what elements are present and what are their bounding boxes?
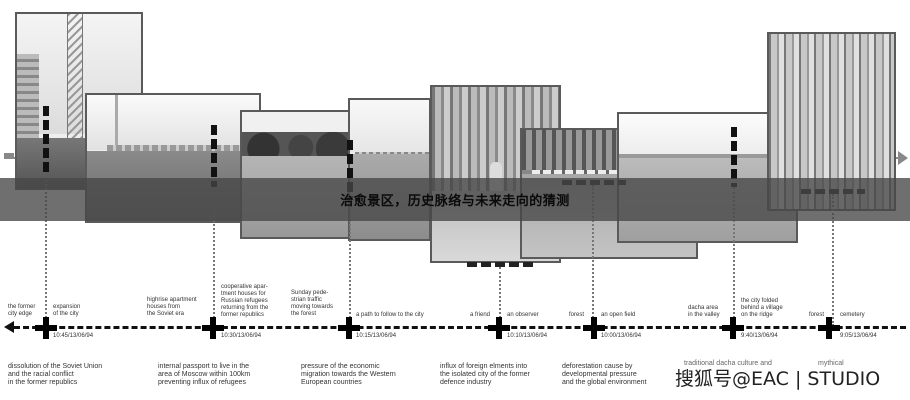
connector-1 — [45, 180, 47, 326]
stop-5-time: 10:00/13/06/94 — [601, 333, 642, 339]
stop-2-time: 10:30/13/06/94 — [221, 333, 262, 339]
timeline-arrow-icon — [4, 321, 14, 333]
stop-4-time: 10:10/13/06/94 — [507, 333, 548, 339]
marker-3 — [347, 140, 353, 200]
stop-3-right-label: a path to follow to the city — [356, 312, 424, 318]
title-overlay-band: 治愈景区，历史脉络与未来走向的猜测 — [0, 178, 910, 221]
marker-6 — [731, 127, 737, 187]
timeline-cross-icon-2 — [202, 317, 224, 339]
stop-1-time: 10:45/13/06/94 — [53, 333, 94, 339]
timeline-cross-icon-5 — [583, 317, 605, 339]
stop-3-time: 10:15/13/06/94 — [356, 333, 397, 339]
overlay-title: 治愈景区，历史脉络与未来走向的猜测 — [340, 194, 570, 209]
timeline-line — [14, 326, 906, 329]
timeline-cross-icon-3 — [338, 317, 360, 339]
stop-6-left-label: dacha area in the valley — [688, 305, 720, 318]
stop-3-left-label: Sunday pede- strian traffic moving towar… — [291, 290, 334, 317]
timeline-cross-icon-7 — [818, 317, 840, 339]
connector-7 — [832, 194, 834, 326]
timeline-cross-icon-4 — [488, 317, 510, 339]
upper-axis-arrow-icon — [898, 151, 908, 165]
description-7: mythical — [818, 360, 844, 367]
description-6: traditional dacha culture and — [684, 360, 772, 367]
marker-4 — [467, 262, 533, 267]
connector-6 — [733, 187, 735, 326]
stop-4-right-label: an observer — [507, 312, 539, 318]
timeline-cross-icon-1 — [35, 317, 57, 339]
stop-5-right-label: an open field — [601, 312, 636, 318]
stop-2-right-label: cooperative apar- tment houses for Russi… — [221, 284, 269, 318]
stop-6-right-label: the city folded behind a village on the … — [741, 298, 783, 318]
stop-2-left-label: highrise apartment houses from the Sovie… — [147, 297, 197, 317]
stop-7-time: 9:05/13/06/94 — [840, 333, 877, 339]
stop-5-left-label: forest — [569, 312, 585, 318]
connector-3 — [349, 200, 351, 326]
connector-4 — [499, 267, 501, 326]
marker-1 — [43, 106, 49, 172]
connector-5 — [592, 185, 594, 326]
description-3: pressure of the economic migration towar… — [301, 363, 396, 386]
upper-axis-start — [4, 153, 14, 159]
connector-2 — [213, 187, 215, 326]
stop-1-left-label: the former city edge — [8, 304, 36, 317]
marker-2 — [211, 125, 217, 187]
stop-4-left-label: a friend — [470, 312, 491, 318]
description-5: deforestation cause by developmental pre… — [562, 363, 647, 386]
description-2: internal passport to live in the area of… — [158, 363, 251, 386]
stop-7-left-label: forest — [809, 312, 825, 318]
stop-6-time: 9:40/13/06/94 — [741, 333, 778, 339]
description-4: influx of foreign elments into the isola… — [440, 363, 530, 386]
stop-1-right-label: expansion of the city — [53, 304, 81, 317]
watermark: 搜狐号@EAC | STUDIO — [675, 368, 881, 390]
stop-7-right-label: cemetery — [840, 312, 865, 318]
description-1: dissolution of the Soviet Union and the … — [8, 363, 103, 386]
timeline-cross-icon-6 — [722, 317, 744, 339]
